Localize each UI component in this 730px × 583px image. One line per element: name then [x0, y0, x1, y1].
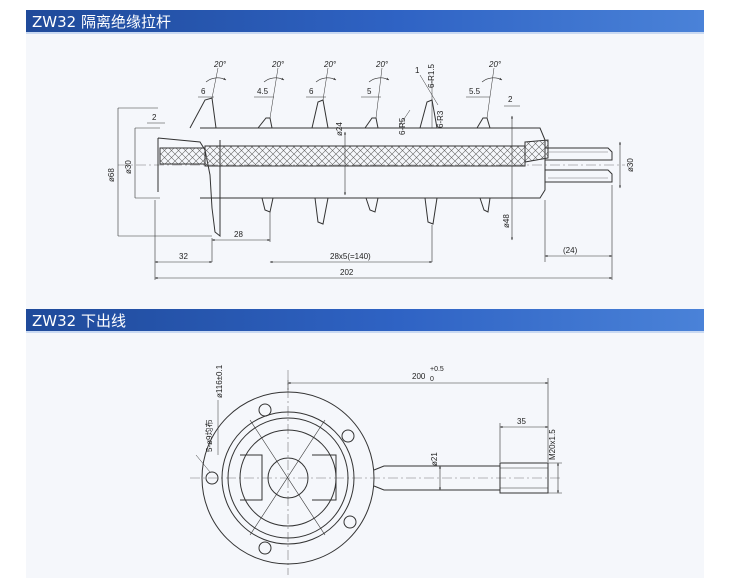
diameter-label: ø68 [107, 168, 116, 182]
small-dimension-label: 2 [508, 95, 513, 104]
shed-spacing-label: 6 [201, 87, 206, 96]
length-label: 202 [340, 268, 354, 277]
angle-label: 20° [375, 60, 389, 69]
radius-label: 6-R3 [436, 110, 445, 128]
bottom-lead-drawing [190, 370, 562, 575]
thread-length-label: 35 [517, 417, 526, 426]
length-label: 28x5(=140) [330, 252, 371, 261]
length-label: 28 [234, 230, 243, 239]
length-label: (24) [563, 246, 578, 255]
tolerance-upper-label: +0.5 [430, 366, 444, 373]
angle-label: 20° [323, 60, 337, 69]
radius-label: 1 [415, 66, 420, 75]
angle-label: 20° [213, 60, 227, 69]
insulating-rod-drawing [117, 67, 625, 280]
angle-label: 20° [488, 60, 502, 69]
page-panel [26, 10, 704, 578]
section-title: ZW32 下出线 [32, 312, 126, 330]
lead-dimension-labels: ø116±0.1 5-ø9均布 200 +0.5 0 35 ø21 M20x1.… [204, 364, 557, 466]
stem-diameter-label: ø21 [430, 452, 439, 466]
thread-spec-label: M20x1.5 [548, 429, 557, 460]
diameter-label: ø30 [626, 158, 635, 172]
shed-spacing-label: 5 [367, 87, 372, 96]
flange-diameter-label: ø116±0.1 [215, 364, 224, 398]
rod-dimension-labels: 20° 20° 20° 20° 20° 6 4.5 6 5 5.5 2 2 1 … [107, 60, 635, 277]
diameter-label: ø24 [335, 122, 344, 136]
angle-label: 20° [271, 60, 285, 69]
section-title: ZW32 隔离绝缘拉杆 [32, 13, 171, 31]
shed-spacing-label: 6 [309, 87, 314, 96]
radius-label: 6-R5 [398, 117, 407, 135]
length-label: 32 [179, 252, 188, 261]
holes-label: 5-ø9均布 [204, 420, 214, 452]
shed-spacing-label: 4.5 [257, 87, 269, 96]
section-header-bottom-lead: ZW32 下出线 [26, 309, 704, 333]
diameter-label: ø30 [124, 160, 133, 174]
radius-label: 6-R1.5 [427, 63, 436, 88]
section-header-insulating-rod: ZW32 隔离绝缘拉杆 [26, 10, 704, 34]
tolerance-lower-label: 0 [430, 376, 434, 383]
diameter-label: ø48 [502, 214, 511, 228]
small-dimension-label: 2 [152, 113, 157, 122]
shed-spacing-label: 5.5 [469, 87, 481, 96]
center-distance-label: 200 [412, 372, 426, 381]
